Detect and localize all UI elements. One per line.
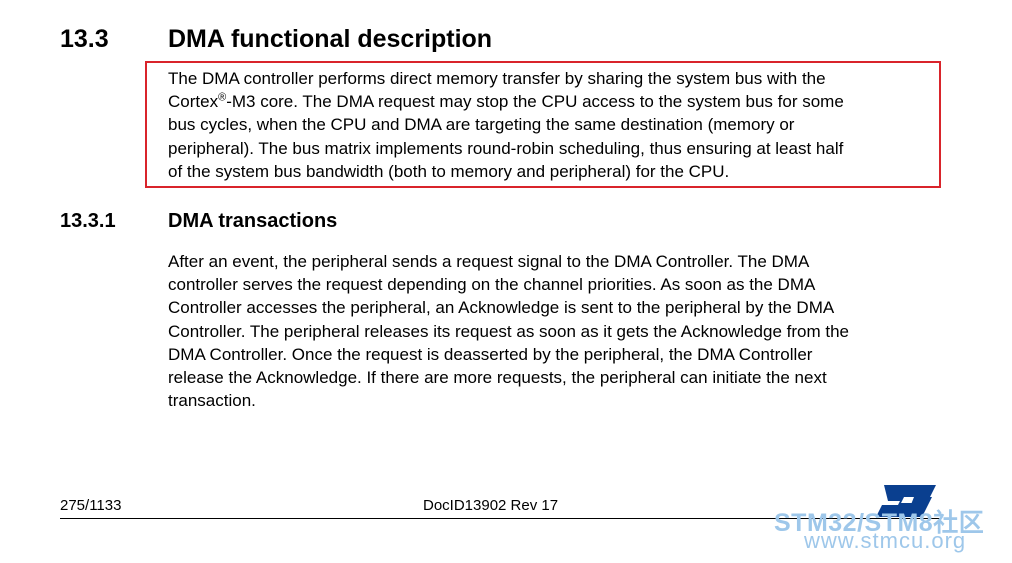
paragraph-line: Cortex®-M3 core. The DMA request may sto… (168, 90, 844, 113)
paragraph-line: DMA Controller. Once the request is deas… (168, 344, 813, 364)
paragraph-line: Controller accesses the peripheral, an A… (168, 298, 835, 318)
registered-mark: ® (218, 91, 227, 104)
watermark-title: STM32/STM8社区 (774, 509, 985, 537)
page-number: 275/1133 (60, 497, 122, 514)
paragraph-line: After an event, the peripheral sends a r… (168, 252, 810, 271)
highlight-box (145, 61, 941, 188)
paragraph-line: transaction. (168, 391, 256, 411)
subsection-title: DMA transactions (168, 210, 338, 232)
paragraph-line: of the system bus bandwidth (both to mem… (168, 161, 730, 181)
paragraph-line: Controller. The peripheral releases its … (168, 321, 850, 341)
paragraph-line: controller serves the request depending … (168, 275, 816, 295)
section-title: DMA functional description (168, 25, 493, 53)
st-logo-icon (876, 485, 936, 517)
paragraph-line: bus cycles, when the CPU and DMA are tar… (168, 115, 795, 135)
section-paragraph: The DMA controller performs direct memor… (168, 67, 844, 183)
subsection-number: 13.3.1 (60, 210, 116, 232)
paragraph-line: The DMA controller performs direct memor… (168, 69, 826, 88)
footer-divider (60, 518, 940, 519)
paragraph-line: release the Acknowledge. If there are mo… (168, 368, 827, 388)
cortex-text: Cortex (168, 92, 219, 112)
watermark-url: www.stmcu.org (804, 528, 967, 553)
section-number: 13.3 (60, 25, 109, 53)
paragraph-line-rest: -M3 core. The DMA request may stop the C… (226, 92, 844, 112)
doc-id: DocID13902 Rev 17 (423, 497, 559, 514)
subsection-paragraph: After an event, the peripheral sends a r… (168, 250, 849, 412)
paragraph-line: peripheral). The bus matrix implements r… (168, 138, 844, 158)
